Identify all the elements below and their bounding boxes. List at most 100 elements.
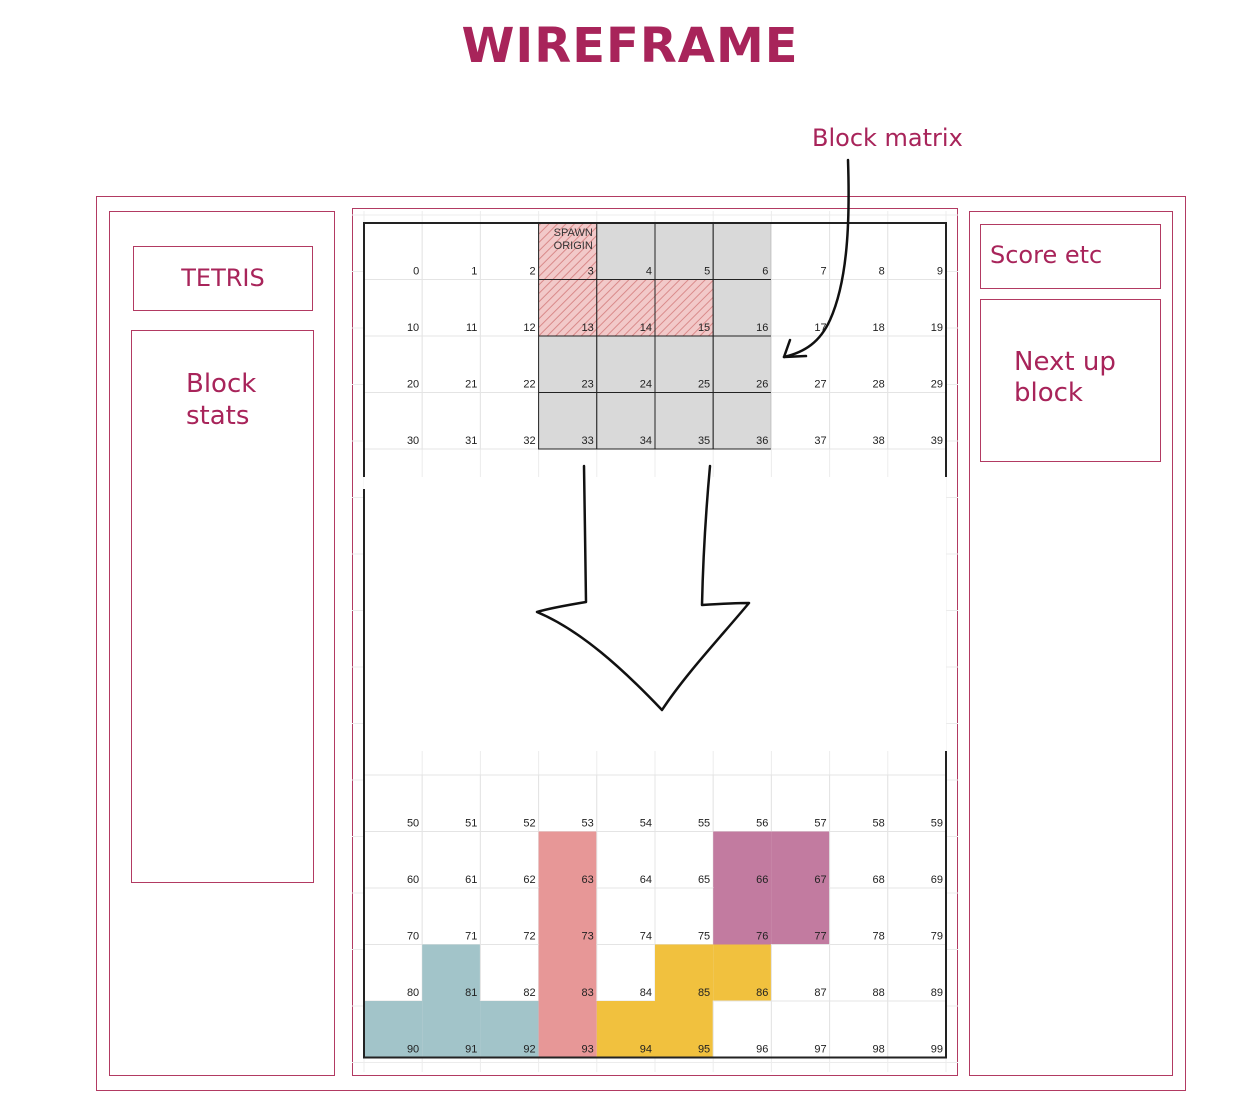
cell-number-label: 20 (407, 379, 419, 391)
cell-number-label: 79 (931, 931, 943, 943)
matrix-cell (829, 335, 889, 393)
matrix-cell (712, 1000, 772, 1058)
matrix-cell (479, 887, 540, 945)
cell-number-label: 28 (873, 379, 885, 391)
cell-number-label: 99 (931, 1044, 943, 1056)
cell-number-label: 6 (762, 266, 768, 278)
page-title: WIREFRAME (461, 18, 799, 74)
matrix-cell (829, 392, 889, 450)
matrix-cell (829, 831, 889, 889)
block-stats-label-1: Block (186, 369, 257, 399)
matrix-cell (596, 222, 656, 280)
cell-number-label: 37 (814, 435, 826, 447)
matrix-cell (538, 392, 598, 450)
cell-number-label: 90 (407, 1044, 419, 1056)
block-stats-box (131, 330, 314, 883)
cell-number-label: 63 (582, 874, 594, 886)
cell-number-label: 87 (814, 987, 826, 999)
cell-number-label: 61 (465, 874, 477, 886)
cell-number-label: 71 (465, 931, 477, 943)
matrix-cell (713, 831, 772, 888)
matrix-cell (654, 774, 714, 832)
cell-number-label: 64 (640, 874, 652, 886)
cell-number-label: 33 (582, 435, 594, 447)
cell-number-label: 80 (407, 987, 419, 999)
matrix-cell (887, 887, 947, 945)
cell-number-label: 7 (820, 266, 826, 278)
matrix-cell (422, 944, 481, 1001)
matrix-cell (479, 335, 540, 393)
matrix-cell (479, 774, 540, 832)
cell-number-label: 97 (814, 1044, 826, 1056)
cell-number-label: 81 (465, 987, 477, 999)
matrix-cell (422, 1001, 481, 1058)
matrix-cell (479, 831, 540, 889)
matrix-cell (421, 392, 481, 450)
cell-number-label: 51 (465, 818, 477, 830)
cell-number-label: 29 (931, 379, 943, 391)
cell-number-label: 25 (698, 379, 710, 391)
matrix-cell (829, 1000, 889, 1058)
left-panel (109, 211, 335, 1076)
matrix-cell (538, 1001, 597, 1058)
matrix-cell (538, 279, 598, 337)
matrix-cell (654, 279, 714, 337)
matrix-cell (538, 888, 597, 945)
matrix-cell (654, 392, 714, 450)
cell-number-label: 2 (529, 266, 535, 278)
matrix-cell (480, 1001, 539, 1058)
tetris-title-box (133, 246, 313, 311)
falling-arrow (535, 464, 751, 712)
cell-number-label: 13 (582, 322, 594, 334)
cell-number-label: 24 (640, 379, 652, 391)
matrix-cell (421, 279, 481, 337)
matrix-bottom-border (363, 489, 947, 1059)
cell-number-label: 83 (582, 987, 594, 999)
cell-number-label: 11 (466, 322, 477, 334)
cell-number-label: 31 (465, 435, 477, 447)
matrix-cell (829, 774, 889, 832)
cell-number-label: 3 (588, 266, 594, 278)
cell-number-label: 65 (698, 874, 710, 886)
matrix-cell (713, 888, 772, 945)
matrix-cell (887, 279, 947, 337)
cell-number-label: 62 (523, 874, 535, 886)
matrix-cell (596, 944, 656, 1002)
cell-number-label: 68 (873, 874, 885, 886)
matrix-cell (771, 831, 830, 888)
cell-number-label: 22 (523, 379, 535, 391)
next-up-label-1: Next up (1014, 347, 1116, 377)
score-label: Score etc (990, 241, 1103, 269)
cell-number-label: 98 (873, 1044, 885, 1056)
cell-number-label: 39 (931, 435, 943, 447)
cell-number-label: 85 (698, 987, 710, 999)
cell-number-label: 9 (937, 266, 943, 278)
cell-number-label: 92 (523, 1044, 535, 1056)
cell-number-label: 88 (873, 987, 885, 999)
cell-number-label: 86 (756, 987, 768, 999)
cell-number-label: 5 (704, 266, 710, 278)
cell-number-label: 27 (814, 379, 826, 391)
matrix-cell (654, 335, 714, 393)
annotation-arrow-head (782, 338, 808, 359)
cell-number-label: 32 (523, 435, 535, 447)
matrix-cell (713, 944, 772, 1001)
cell-number-label: 16 (756, 322, 768, 334)
matrix-cell (770, 279, 831, 337)
cell-number-label: 14 (640, 322, 652, 334)
matrix-cell (887, 831, 947, 889)
next-up-label-2: block (1014, 378, 1083, 408)
cell-number-label: 75 (698, 931, 710, 943)
cell-number-label: 72 (523, 931, 535, 943)
cell-number-label: 54 (640, 818, 652, 830)
cell-number-label: 50 (407, 818, 419, 830)
matrix-cell (712, 279, 772, 337)
cell-number-label: 26 (756, 379, 768, 391)
cell-number-label: 18 (873, 322, 885, 334)
cell-number-label: 73 (582, 931, 594, 943)
matrix-cell (887, 944, 947, 1002)
matrix-cell (538, 944, 597, 1001)
matrix-cell (363, 279, 423, 337)
cell-number-label: 19 (931, 322, 943, 334)
